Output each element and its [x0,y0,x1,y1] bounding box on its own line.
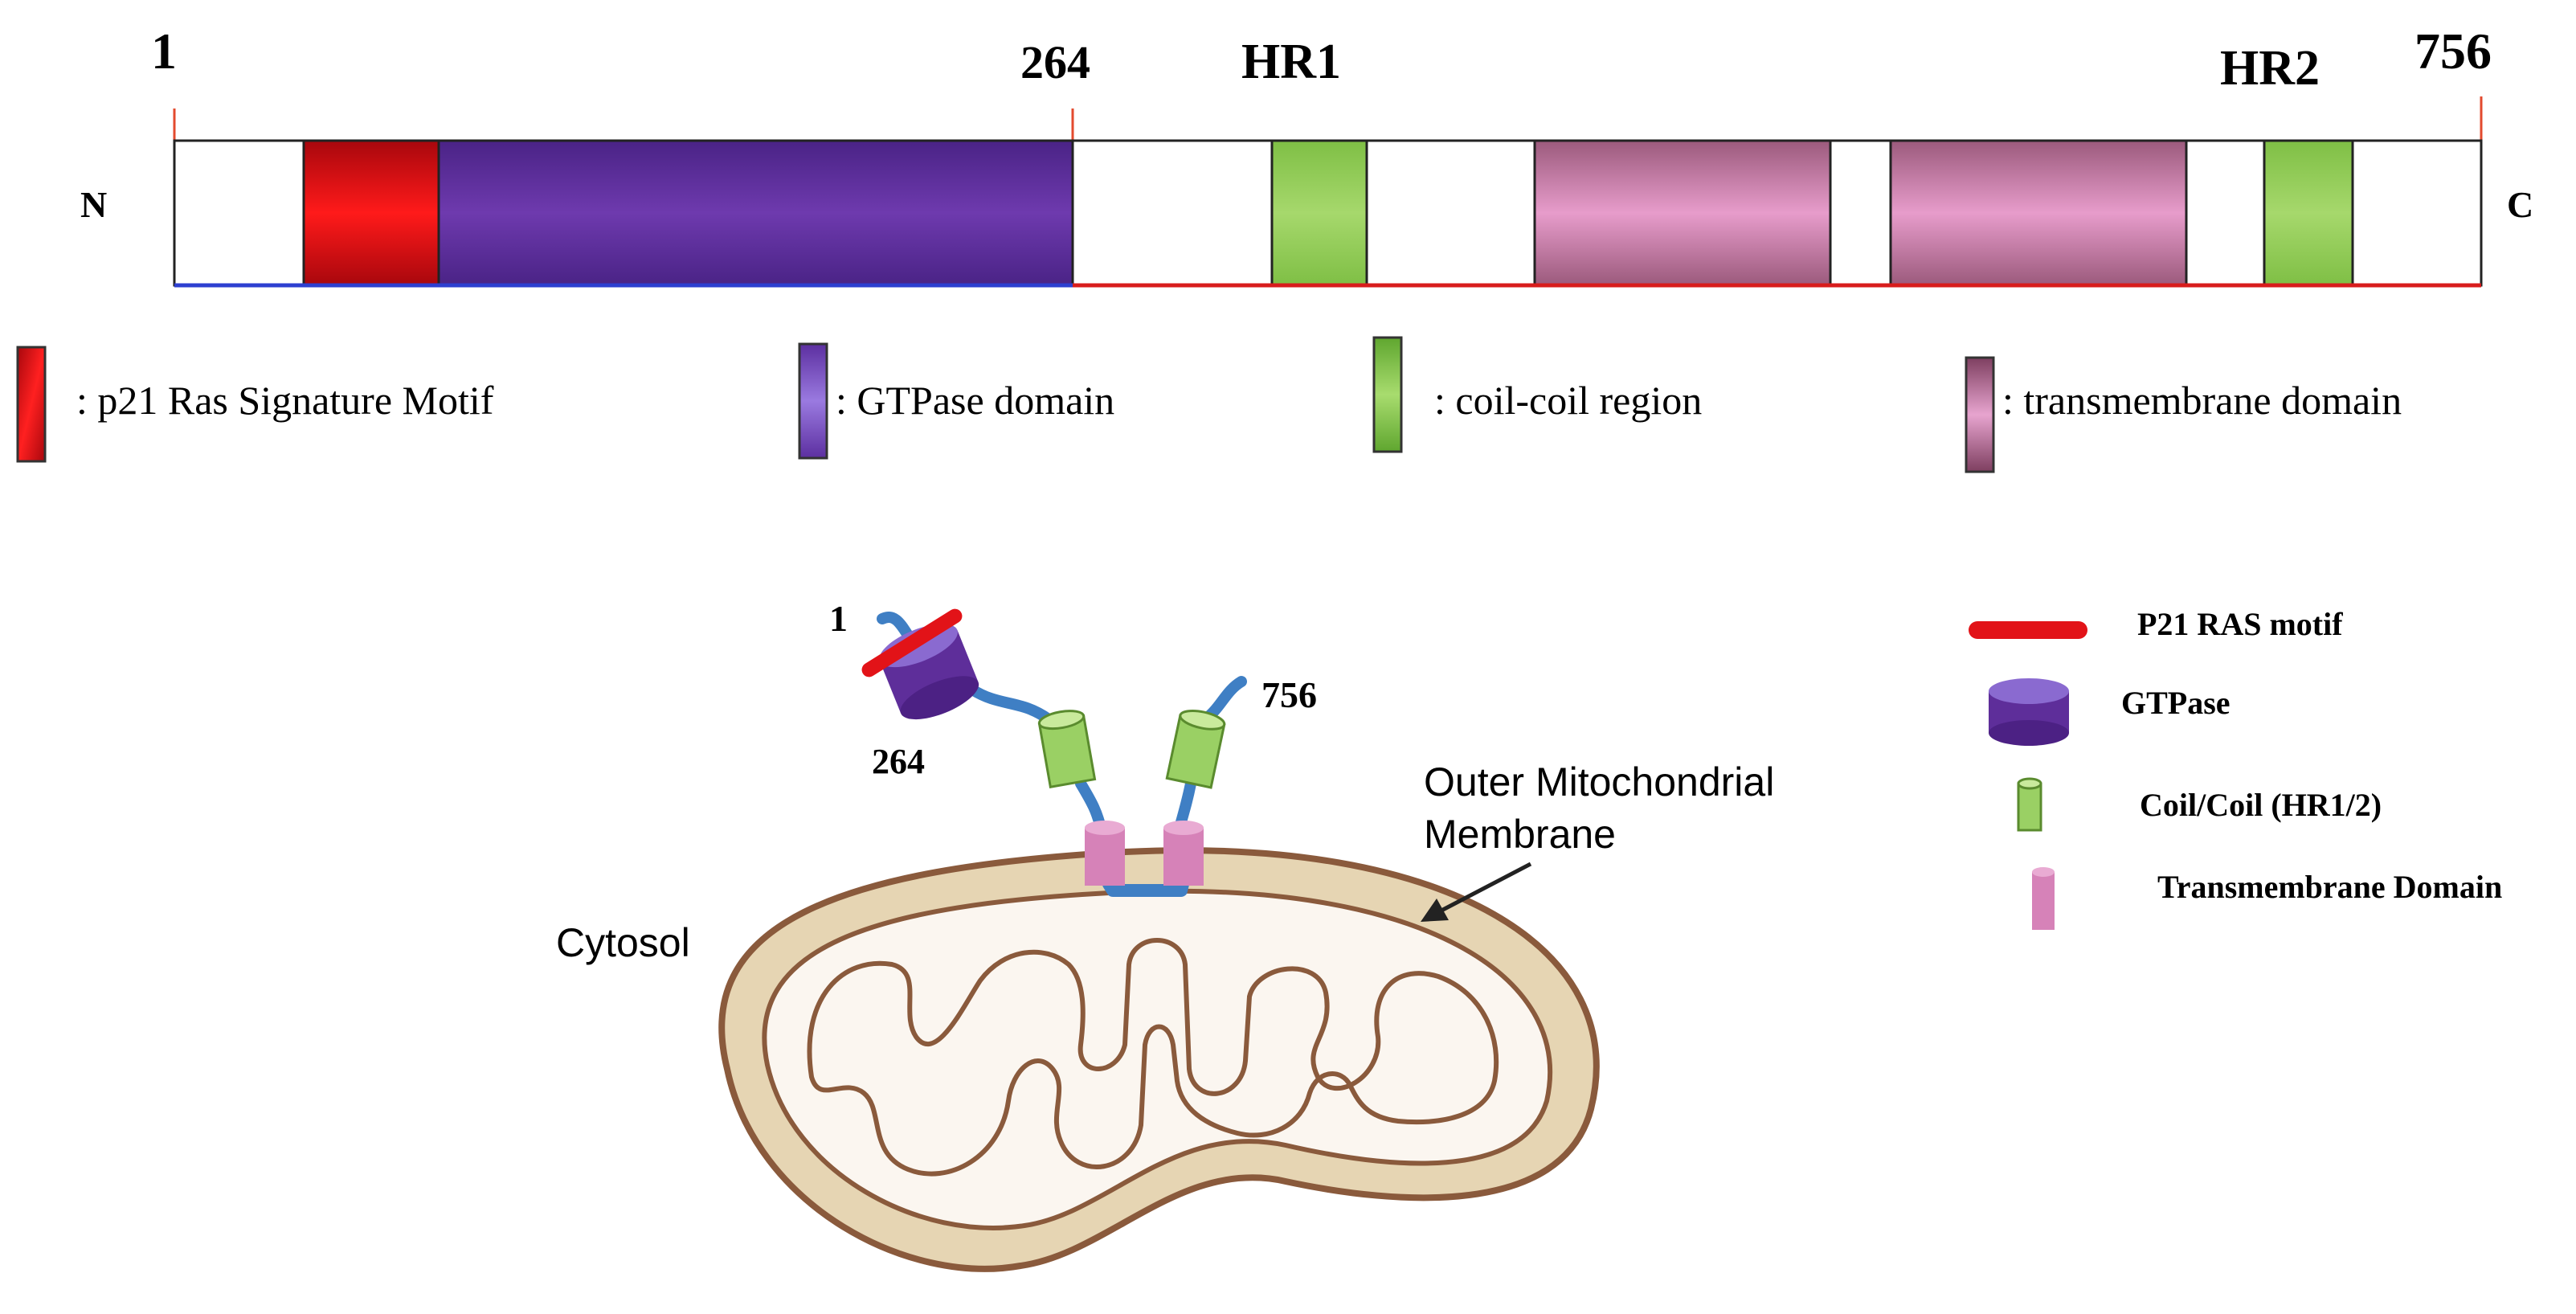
n-terminus-label: N [80,184,107,225]
membrane-pointer-arrow [1437,862,1532,915]
membrane-label-line2: Membrane [1424,812,1616,857]
c-terminus-label: C [2507,184,2533,225]
transmembrane-shape-2 [1163,821,1204,886]
right-legend-label-p21: P21 RAS motif [2137,606,2343,642]
legend-swatch-p21 [16,346,47,463]
hr2-coil-shape [1165,709,1226,789]
hr1-label: HR1 [1241,35,1341,89]
cristae [807,938,1499,1177]
right-legend-swatch-coil [2017,777,2042,832]
schematic-label-start: 1 [829,598,848,639]
legend-label-tm: : transmembrane domain [2002,378,2402,423]
transmembrane-block-2 [1889,139,2188,287]
membrane-label-line1: Outer Mitochondrial [1424,759,1774,804]
right-legend-label-tm: Transmembrane Domain [2157,869,2502,905]
right-legend-label-coil: Coil/Coil (HR1/2) [2140,787,2382,823]
right-legend-swatch-tm [2032,867,2055,930]
position-label-264: 264 [1020,36,1090,88]
hr2-label: HR2 [2220,41,2320,96]
hr1-coil-block [1270,139,1368,287]
legend-swatch-coil [1372,336,1403,453]
intermembrane-loop [1102,878,1189,897]
domain-map: 1 264 HR1 HR2 756 N C [80,23,2533,288]
hr1-coil-shape [1037,710,1097,788]
gtpase-domain-block [437,139,1074,287]
right-legend: P21 RAS motif GTPase Coil/Coil (HR1/2) T… [1969,606,2502,930]
legend-swatch-tm [1965,356,1995,473]
top-legend: : p21 Ras Signature Motif : GTPase domai… [16,336,2402,473]
position-label-756: 756 [2414,23,2492,80]
legend-swatch-gtpase [798,342,828,460]
schematic-label-264: 264 [872,742,925,781]
inner-membrane-boundary [762,888,1553,1230]
cytosol-label: Cytosol [556,920,690,965]
legend-label-coil: : coil-coil region [1434,378,1702,423]
position-label-start: 1 [151,23,177,80]
right-legend-swatch-gtpase [1989,678,2069,746]
p21-ras-motif-block [302,139,440,287]
right-legend-swatch-p21 [1969,621,2087,639]
schematic-label-756: 756 [1261,674,1317,715]
transmembrane-block-1 [1533,139,1832,287]
p21-ras-motif-shape [861,608,963,677]
hr2-coil-block [2263,139,2354,287]
mitochondrion-schematic: 1 264 756 Outer Mitochondrial Membrane C… [556,598,1774,1272]
membrane-pointer-arrowhead [1421,899,1449,922]
gtpase-to-hr1-linker [967,684,1054,725]
legend-label-gtpase: : GTPase domain [836,378,1114,423]
legend-label-p21: : p21 Ras Signature Motif [76,378,494,423]
transmembrane-shape-1 [1085,821,1125,886]
right-legend-label-gtpase: GTPase [2121,685,2230,721]
